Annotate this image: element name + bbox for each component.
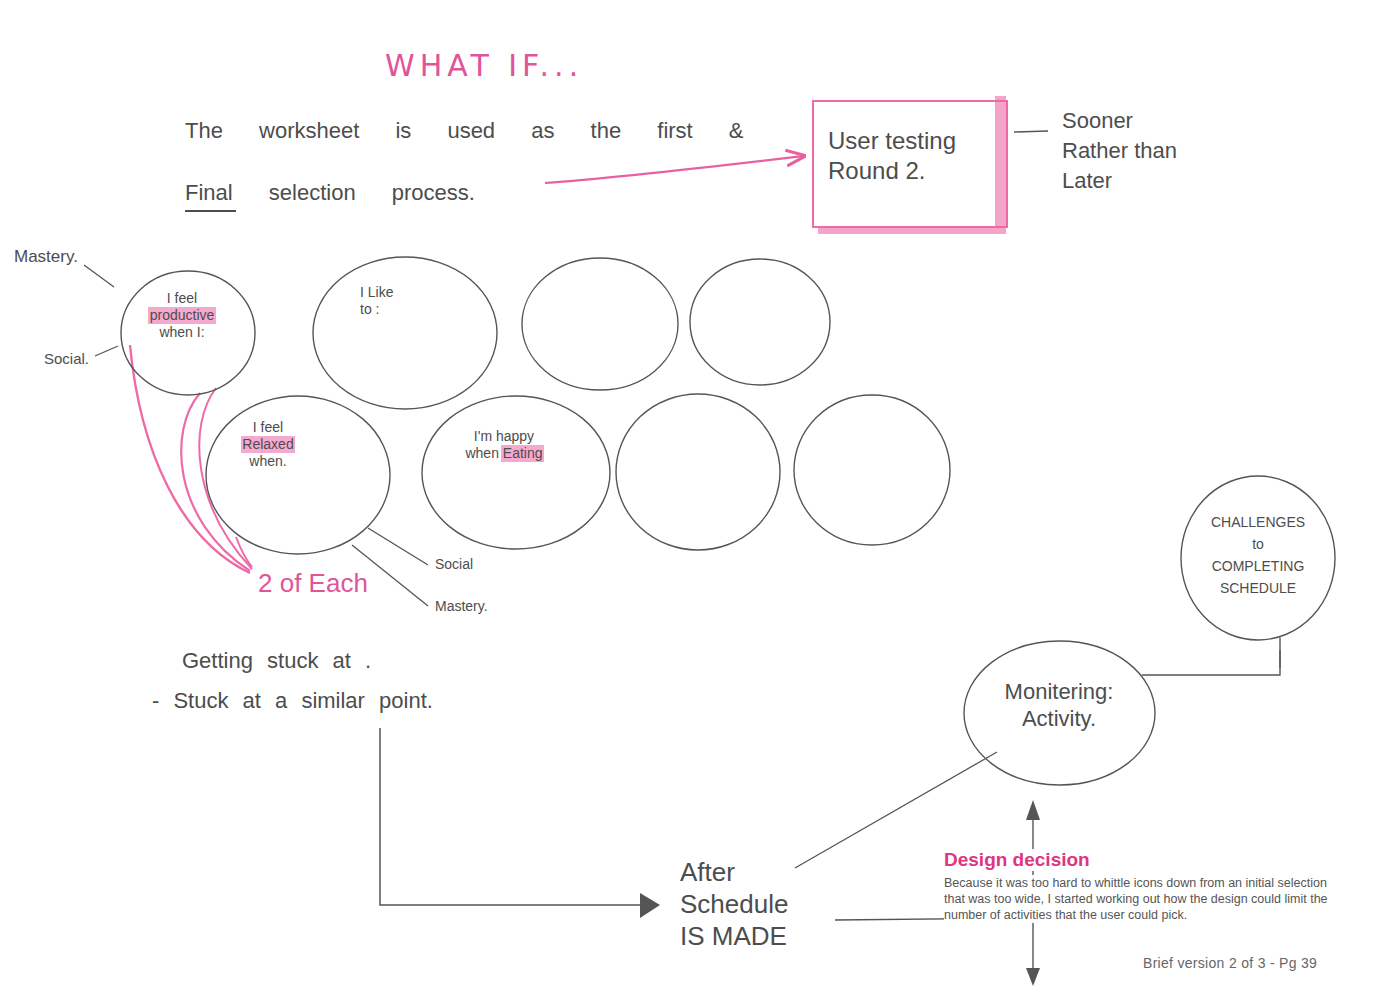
page-caption: Brief version 2 of 3 - Pg 39 xyxy=(1143,955,1317,971)
circle-outline xyxy=(312,256,498,410)
note-text: Getting stuck at . xyxy=(182,648,371,674)
node-text: I Like to : xyxy=(360,284,400,318)
circle-outline xyxy=(313,257,497,409)
pink-arrow xyxy=(545,156,804,183)
leader-line xyxy=(95,346,118,356)
empty-circle xyxy=(690,259,830,385)
leader-line xyxy=(84,265,114,287)
prompt-circle: I'm happy when Eating xyxy=(421,395,611,550)
circle-outline xyxy=(205,395,391,555)
arrow-head xyxy=(640,893,660,918)
group-label: 2 of Each xyxy=(258,568,368,599)
node-text: I'm happy when Eating xyxy=(459,428,549,462)
empty-circle xyxy=(522,258,678,390)
circle-outline xyxy=(964,641,1155,785)
empty-circle xyxy=(616,394,780,550)
leader-line xyxy=(1014,131,1048,132)
pink-bracket xyxy=(199,388,252,569)
node-text: User testing Round 2. xyxy=(828,126,998,186)
circle-outline xyxy=(421,395,611,550)
circle-outline xyxy=(206,396,390,554)
category-label: Mastery. xyxy=(14,247,78,267)
prompt-circle: I feel Relaxed when. xyxy=(205,395,391,555)
category-label: Mastery. xyxy=(435,598,488,614)
note-text: The worksheet is used as the first & Fin… xyxy=(185,100,765,224)
node-text: CHALLENGES to COMPLETING SCHEDULE xyxy=(1208,511,1308,599)
prompt-circle: I feel productive when I: xyxy=(120,270,256,396)
node-text: I feel Relaxed when. xyxy=(233,419,303,470)
sketch-title: WHAT IF... xyxy=(385,48,583,83)
annotation-body: Because it was too hard to whittle icons… xyxy=(944,875,1336,923)
node-text: Monitering: Activity. xyxy=(999,678,1119,732)
circle-outline xyxy=(121,271,255,395)
step-text: After Schedule IS MADE xyxy=(680,856,820,952)
monitoring-circle: Monitering: Activity. xyxy=(963,640,1156,786)
empty-circle xyxy=(794,395,950,545)
note-text: Sooner Rather than Later xyxy=(1062,106,1202,196)
arrow-head xyxy=(1026,800,1040,820)
category-label: Social xyxy=(435,556,473,572)
annotation-heading: Design decision xyxy=(944,849,1090,871)
note-text: - Stuck at a similar point. xyxy=(152,688,433,714)
circle-outline xyxy=(1181,476,1335,640)
node-text: I feel productive when I: xyxy=(142,290,222,341)
circle-outline xyxy=(422,396,610,549)
category-label: Social. xyxy=(44,350,89,367)
underline xyxy=(185,210,236,212)
testing-box: User testing Round 2. xyxy=(812,100,1008,228)
prompt-circle: I Like to : xyxy=(312,256,498,410)
connector-line xyxy=(1142,638,1280,675)
leader-line xyxy=(368,528,428,565)
flow-line xyxy=(380,728,640,905)
challenges-circle: CHALLENGES to COMPLETING SCHEDULE xyxy=(1180,475,1336,641)
arrow-head xyxy=(1026,968,1040,986)
box-shading xyxy=(995,96,1006,232)
